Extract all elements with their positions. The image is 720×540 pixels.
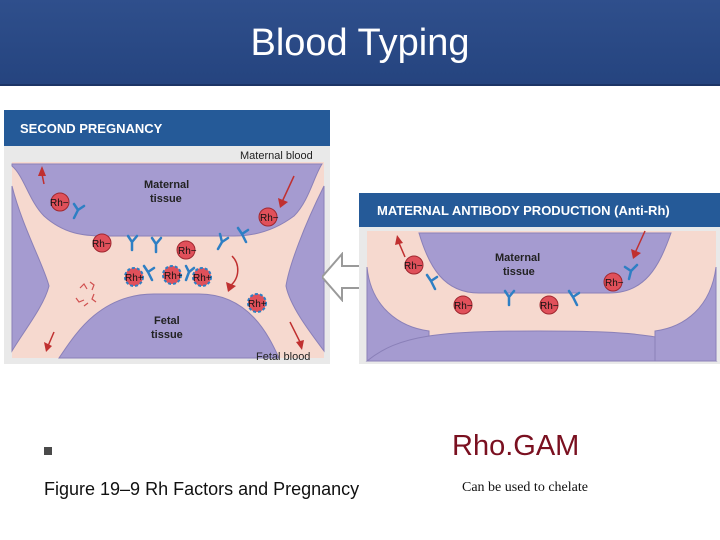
svg-text:Rh−: Rh− xyxy=(454,301,473,312)
maternal-tissue-label-1: Maternal xyxy=(495,252,540,264)
maternal-tissue-label-1: Maternal xyxy=(144,179,189,191)
maternal-blood-label: Maternal blood xyxy=(240,150,313,162)
rh-negative-cell: Rh− xyxy=(540,296,559,314)
svg-text:Rh−: Rh− xyxy=(540,301,559,312)
svg-text:Rh−: Rh− xyxy=(92,239,111,250)
fetal-blood-label: Fetal blood xyxy=(256,351,310,363)
antibody-production-panel: MATERNAL ANTIBODY PRODUCTION (Anti-Rh) M… xyxy=(359,193,720,364)
svg-text:Rh−: Rh− xyxy=(404,261,423,272)
svg-text:Rh+: Rh+ xyxy=(164,271,183,282)
svg-text:Rh−: Rh− xyxy=(50,198,69,209)
maternal-tissue-label-2: tissue xyxy=(503,266,535,278)
slide-title: Blood Typing xyxy=(0,22,720,65)
second-pregnancy-diagram: Maternal blood Maternal tissue Fetal tis… xyxy=(4,146,330,364)
second-pregnancy-header: SECOND PREGNANCY xyxy=(4,110,330,146)
rhogam-label: Rho.GAM xyxy=(452,430,579,463)
antibody-production-diagram: Maternal tissue Rh− Rh− Rh− Rh− xyxy=(359,227,720,364)
rh-negative-cell: Rh− xyxy=(454,296,473,314)
svg-text:Rh−: Rh− xyxy=(260,213,279,224)
fetal-tissue-label-2: tissue xyxy=(151,329,183,341)
bullet-square xyxy=(44,447,52,455)
antibody-production-title: MATERNAL ANTIBODY PRODUCTION (Anti-Rh) xyxy=(377,203,670,218)
maternal-tissue-label-2: tissue xyxy=(150,193,182,205)
svg-text:Rh+: Rh+ xyxy=(125,273,144,284)
figure-caption: Figure 19–9 Rh Factors and Pregnancy xyxy=(44,479,359,500)
fetal-tissue-label-1: Fetal xyxy=(154,315,180,327)
svg-text:Rh+: Rh+ xyxy=(193,273,212,284)
second-pregnancy-panel: SECOND PREGNANCY Maternal blood Maternal… xyxy=(4,110,330,364)
second-pregnancy-title: SECOND PREGNANCY xyxy=(20,121,162,136)
svg-text:Rh−: Rh− xyxy=(605,278,624,289)
chelate-note: Can be used to chelate xyxy=(462,480,588,496)
antibody-production-header: MATERNAL ANTIBODY PRODUCTION (Anti-Rh) xyxy=(359,193,720,227)
svg-text:Rh−: Rh− xyxy=(178,246,197,257)
maternal-tissue-region xyxy=(419,233,671,293)
svg-text:Rh+: Rh+ xyxy=(248,299,267,310)
